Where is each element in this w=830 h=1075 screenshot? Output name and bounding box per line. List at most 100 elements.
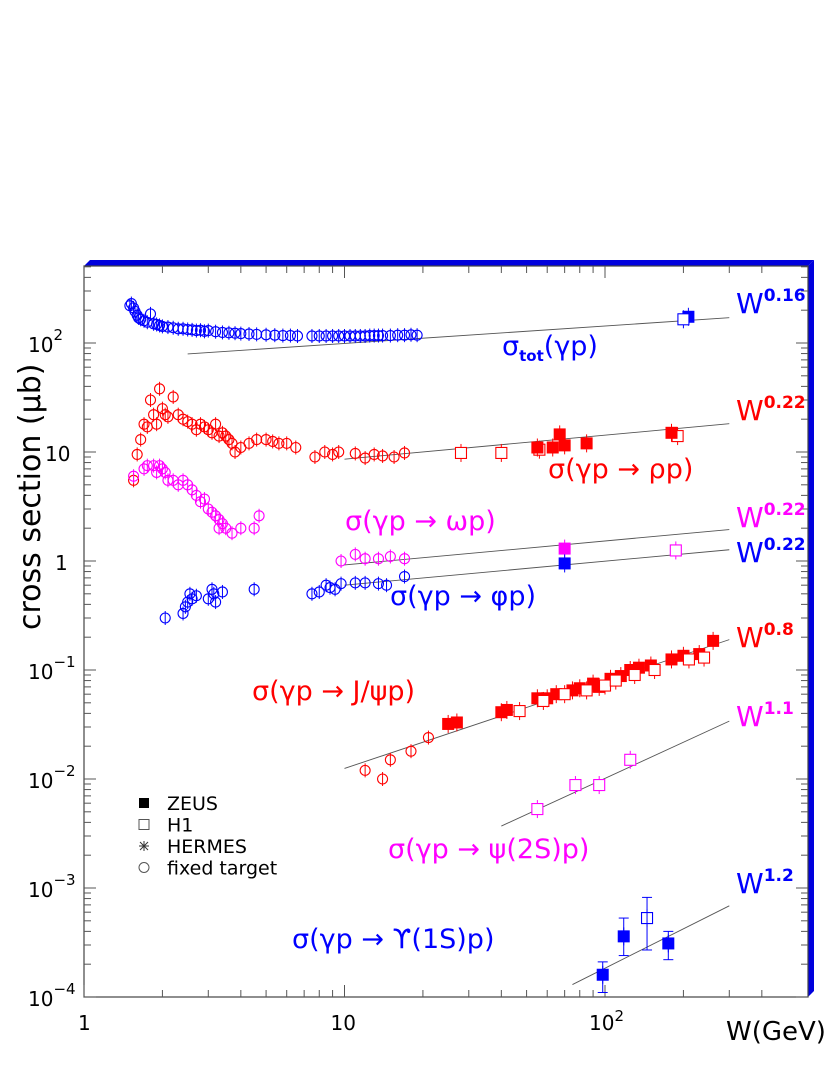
data-point-fixed-target xyxy=(208,588,220,600)
data-point-fixed-target xyxy=(206,506,218,518)
data-point-fixed-target xyxy=(248,583,260,595)
asterisk-icon xyxy=(139,841,149,851)
data-points xyxy=(124,296,720,993)
data-point-fixed-target xyxy=(405,329,417,341)
data-point-fixed-target xyxy=(251,434,263,446)
data-point-h1 xyxy=(669,544,682,557)
data-point-h1 xyxy=(624,753,637,766)
data-point-fixed-target xyxy=(135,434,147,446)
data-point-h1 xyxy=(558,688,571,701)
data-point-fixed-target xyxy=(235,522,247,534)
data-point-fixed-target xyxy=(177,607,189,620)
y-tick-label: 10−3 xyxy=(28,871,76,902)
legend-label: HERMES xyxy=(167,836,247,858)
data-point-fixed-target xyxy=(349,577,361,589)
data-point-fixed-target xyxy=(235,328,247,340)
data-point-fixed-target xyxy=(398,447,411,459)
x-tick-label: 10 xyxy=(331,1011,356,1035)
data-point-fixed-target xyxy=(377,450,389,462)
data-point-h1 xyxy=(682,653,695,666)
data-point-fixed-target xyxy=(198,421,211,433)
data-point-h1 xyxy=(537,694,550,708)
data-point-h1 xyxy=(454,446,468,460)
data-point-fixed-target xyxy=(290,441,302,454)
fit-line-omega xyxy=(344,529,730,566)
data-point-fixed-target xyxy=(248,522,260,534)
data-point-zeus xyxy=(665,653,678,666)
legend-item-zeus: ZEUS xyxy=(139,793,218,815)
data-point-h1 xyxy=(531,803,544,816)
data-point-fixed-target xyxy=(260,329,272,341)
axis-ticks xyxy=(83,266,808,998)
process-label-sigma_tot: σtot(γp) xyxy=(502,331,598,365)
data-point-fixed-target xyxy=(159,466,171,478)
data-point-fixed-target xyxy=(333,330,345,342)
data-point-fixed-target xyxy=(398,553,411,565)
data-point-fixed-target xyxy=(141,460,153,472)
open-circle-icon xyxy=(138,862,150,873)
data-point-fixed-target xyxy=(138,463,150,475)
data-point-fixed-target xyxy=(223,327,235,339)
data-point-fixed-target xyxy=(186,324,198,336)
x-tick-label: 102 xyxy=(589,1007,624,1035)
y-tick-label: 102 xyxy=(28,326,63,357)
data-point-fixed-target xyxy=(277,330,289,342)
data-point-fixed-target xyxy=(154,460,166,472)
data-point-zeus xyxy=(450,716,463,729)
data-point-h1 xyxy=(598,679,612,692)
data-point-fixed-target xyxy=(422,732,434,744)
data-point-fixed-target xyxy=(359,764,371,776)
legend-label: fixed target xyxy=(167,858,277,880)
data-point-fixed-target xyxy=(220,430,232,442)
plot-area xyxy=(83,265,809,998)
data-point-h1 xyxy=(609,674,622,687)
data-point-zeus xyxy=(707,634,720,647)
data-point-fixed-target xyxy=(202,325,214,337)
data-point-fixed-target xyxy=(216,427,229,439)
data-point-h1 xyxy=(677,313,690,326)
y-tick-label: 10 xyxy=(45,442,70,466)
x-axis-label: W(GeV) xyxy=(726,1017,826,1047)
data-point-fixed-target xyxy=(372,553,385,565)
y-tick-label: 10−2 xyxy=(28,762,76,793)
data-point-fixed-target xyxy=(333,446,345,458)
process-label-upsilon: σ(γp → ϒ(1S)p) xyxy=(292,924,494,955)
data-point-fixed-target xyxy=(398,571,411,583)
data-point-fixed-target xyxy=(313,330,325,342)
data-point-zeus xyxy=(500,703,513,716)
data-point-zeus xyxy=(580,437,593,450)
data-point-fixed-target xyxy=(216,586,229,598)
data-point-zeus xyxy=(558,439,571,452)
data-point-h1 xyxy=(593,779,606,792)
data-point-fixed-target xyxy=(226,527,238,539)
data-point-h1 xyxy=(697,651,711,664)
data-point-fixed-target xyxy=(411,329,423,341)
data-point-h1 xyxy=(580,684,593,697)
frame-right-shadow xyxy=(808,260,814,997)
data-point-fixed-target xyxy=(327,330,339,342)
data-point-zeus xyxy=(553,428,566,441)
data-point-fixed-target xyxy=(380,579,393,591)
data-point-fixed-target xyxy=(190,424,202,436)
y-tick-label: 1 xyxy=(55,551,68,575)
data-point-fixed-target xyxy=(398,329,411,341)
data-point-fixed-target xyxy=(182,323,194,336)
data-point-fixed-target xyxy=(144,394,157,406)
data-point-fixed-target xyxy=(368,448,380,460)
open-square-icon xyxy=(138,819,150,830)
data-point-fixed-target xyxy=(144,308,157,320)
data-point-fixed-target xyxy=(349,447,361,459)
legend-label: H1 xyxy=(167,815,193,837)
fit-label-rho: W0.22 xyxy=(736,393,806,427)
data-point-fixed-target xyxy=(359,452,371,464)
fit-label-jpsi: W0.8 xyxy=(736,620,794,654)
data-point-fixed-target xyxy=(335,578,347,590)
fit-label-phi: W0.22 xyxy=(736,535,806,569)
data-point-fixed-target xyxy=(162,411,174,423)
data-point-zeus xyxy=(558,557,571,570)
data-point-fixed-target xyxy=(229,327,241,339)
y-tick-label: 10−4 xyxy=(28,980,76,1011)
data-point-fixed-target xyxy=(190,325,202,337)
data-point-fixed-target xyxy=(364,330,376,342)
